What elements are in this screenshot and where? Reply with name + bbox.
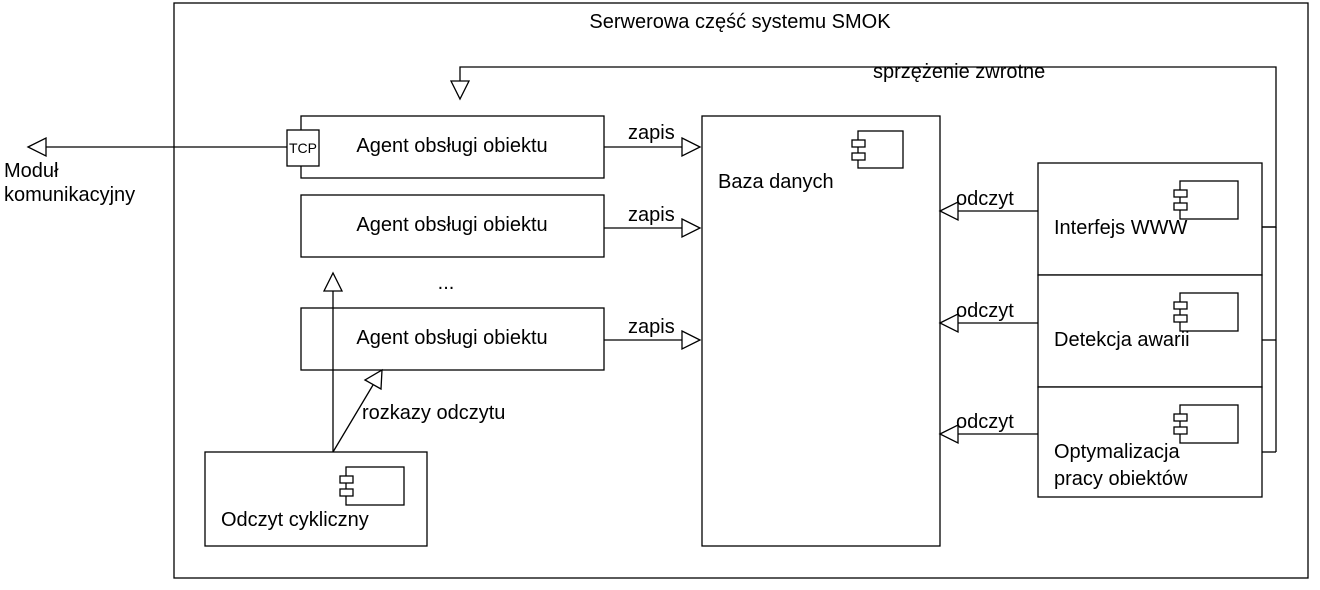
write-arrowhead-3 [681,329,702,351]
component-icon [1173,404,1239,444]
read-label-1: odczyt [956,188,1014,210]
read-commands-label: rozkazy odczytu [362,402,505,424]
component-icon [851,130,904,169]
write-label-3: zapis [628,316,675,338]
agents-ellipsis: ... [438,272,455,294]
tcp-port [286,129,320,167]
client-label-3-line2: pracy obiektów [1054,468,1188,490]
agent-label-2: Agent obsługi obiektu [356,214,547,236]
external-module-label-line2: komunikacyjny [4,184,135,206]
read-command-arrowhead-diagonal [363,368,383,391]
read-label-3: odczyt [956,411,1014,433]
read-command-arrowhead-vertical [322,271,344,292]
write-label-1: zapis [628,122,675,144]
component-icon [1173,292,1239,332]
read-label-2: odczyt [956,300,1014,322]
client-label-3-line1: Optymalizacja [1054,441,1180,463]
module-arrowhead [26,136,47,158]
write-arrowhead-1 [681,136,702,158]
client-label-2: Detekcja awarii [1054,329,1190,351]
component-icon [339,466,405,506]
write-label-2: zapis [628,204,675,226]
tcp-port-label: TCP [289,140,317,156]
feedback-label: sprzężenie zwrotne [873,61,1045,83]
read-arrowhead-1 [938,200,959,222]
component-icon [1173,180,1239,220]
read-arrowhead-2 [938,312,959,334]
agent-box-2 [300,194,605,258]
agent-label-1: Agent obsługi obiektu [356,135,547,157]
read-arrowhead-3 [938,423,959,445]
database-box [701,115,941,547]
write-arrowhead-2 [681,217,702,239]
external-module-label-line1: Moduł [4,160,59,182]
agent-label-3: Agent obsługi obiektu [356,327,547,349]
feedback-arrowhead [449,80,471,101]
read-command-line-diagonal [332,384,374,453]
cyclic-reader-label: Odczyt cykliczny [221,509,369,531]
agent-box-1 [300,115,605,179]
container-title: Serwerowa część systemu SMOK [589,11,891,33]
database-label: Baza danych [718,171,834,193]
client-label-1: Interfejs WWW [1054,217,1187,239]
agent-box-3 [300,307,605,371]
